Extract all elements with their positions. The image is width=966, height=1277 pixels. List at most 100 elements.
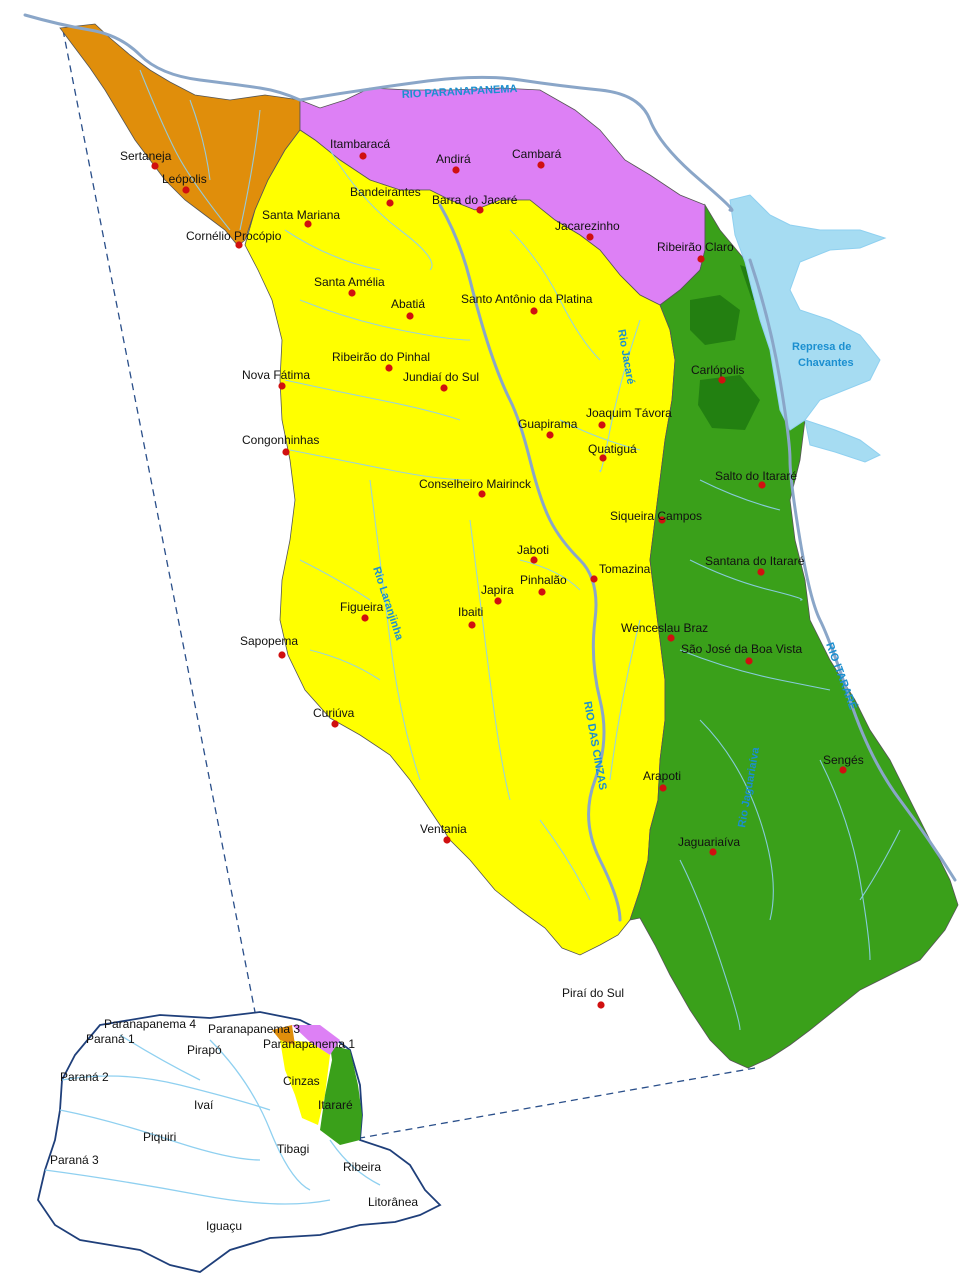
- city-marker-curiuva: [331, 720, 339, 728]
- city-marker-santana-do-itarare: [757, 568, 765, 576]
- city-label-ibaiti: Ibaiti: [458, 605, 483, 619]
- city-label-figueira: Figueira: [340, 600, 384, 614]
- city-marker-leopolis: [182, 186, 190, 194]
- tributary: [539, 819, 591, 901]
- city-label-jaguariaiva: Jaguariaíva: [678, 835, 740, 849]
- city-label-santa-mariana: Santa Mariana: [262, 208, 340, 222]
- city-marker-santa-amelia: [348, 289, 356, 297]
- inset-label-parana-3: Paraná 3: [50, 1153, 99, 1167]
- river-label-chavantes: Chavantes: [798, 357, 854, 369]
- city-marker-ribeirao-do-pinhal: [385, 364, 393, 372]
- city-marker-tomazina: [590, 575, 598, 583]
- city-label-ventania: Ventania: [420, 822, 467, 836]
- city-label-bandeirantes: Bandeirantes: [350, 185, 421, 199]
- city-marker-figueira: [361, 614, 369, 622]
- inset-label-paranapanema-4: Paranapanema 4: [104, 1017, 196, 1031]
- city-label-barra-do-jacare: Barra do Jacaré: [432, 193, 518, 207]
- tributary-network: [139, 69, 901, 1031]
- inset-highlight-green: [320, 1045, 362, 1145]
- inset-river: [44, 1169, 331, 1205]
- city-marker-jacarezinho: [586, 233, 594, 241]
- city-marker-santa-mariana: [304, 220, 312, 228]
- inset-label-iguacu: Iguaçu: [206, 1219, 242, 1233]
- city-marker-siqueira-campos: [658, 516, 666, 524]
- tributary: [859, 829, 901, 901]
- city-label-sertaneja: Sertaneja: [120, 149, 172, 163]
- city-marker-santo-antonio-da-platina: [530, 307, 538, 315]
- reservoir: [729, 194, 887, 463]
- city-marker-wenceslau-braz: [667, 634, 675, 642]
- city-marker-ibaiti: [468, 621, 476, 629]
- city-marker-jaboti: [530, 556, 538, 564]
- city-marker-quatigua: [599, 454, 607, 462]
- zoom-line-left: [62, 29, 256, 1013]
- city-label-tomazina: Tomazina: [599, 562, 651, 576]
- city-label-conselheiro-mairinck: Conselheiro Mairinck: [419, 477, 532, 491]
- city-label-carlopolis: Carlópolis: [691, 363, 744, 377]
- city-marker-abatia: [406, 312, 414, 320]
- inset-label-piquiri: Piquiri: [143, 1130, 176, 1144]
- city-marker-itambaraca: [359, 152, 367, 160]
- city-label-pinhalao: Pinhalão: [520, 573, 567, 587]
- city-label-cornelio-procopio: Cornélio Procópio: [186, 229, 282, 243]
- city-marker-conselheiro-mairinck: [478, 490, 486, 498]
- inset-river: [59, 1109, 261, 1161]
- city-label-abatia: Abatiá: [391, 297, 425, 311]
- city-marker-salto-do-itarare: [758, 481, 766, 489]
- city-marker-pinhalao: [538, 588, 546, 596]
- city-label-wenceslau-braz: Wenceslau Braz: [621, 621, 708, 635]
- inset-river: [329, 1139, 381, 1186]
- city-label-salto-do-itarare: Salto do Itararé: [715, 469, 797, 483]
- city-label-guapirama: Guapirama: [518, 417, 578, 431]
- city-marker-andira: [452, 166, 460, 174]
- tributary: [284, 229, 381, 271]
- city-label-curiuva: Curiúva: [313, 706, 355, 720]
- tributary: [679, 649, 831, 691]
- city-marker-cambara: [537, 161, 545, 169]
- city-marker-arapoti: [659, 784, 667, 792]
- tributary: [519, 559, 581, 591]
- city-marker-nova-fatima: [278, 382, 286, 390]
- city-label-jundiai-do-sul: Jundiaí do Sul: [403, 370, 479, 384]
- main-rivers: [23, 13, 957, 922]
- city-label-siqueira-campos: Siqueira Campos: [610, 509, 702, 523]
- city-marker-sertaneja: [151, 162, 159, 170]
- city-marker-joaquim-tavora: [598, 421, 606, 429]
- city-label-arapoti: Arapoti: [643, 769, 681, 783]
- city-marker-jundiai-do-sul: [440, 384, 448, 392]
- city-label-jaboti: Jaboti: [517, 543, 549, 557]
- paranapanema-river: [23, 13, 734, 212]
- tributary: [599, 319, 641, 473]
- tributary: [369, 479, 421, 781]
- city-marker-ribeirao-claro: [697, 255, 705, 263]
- city-marker-ventania: [443, 836, 451, 844]
- city-marker-bandeirantes: [386, 199, 394, 207]
- tributary: [299, 299, 471, 341]
- tributary: [509, 229, 601, 361]
- tributary: [299, 559, 371, 601]
- city-marker-japira: [494, 597, 502, 605]
- city-marker-carlopolis: [718, 376, 726, 384]
- tributary: [284, 379, 461, 421]
- tributary: [699, 479, 781, 511]
- city-marker-jaguariaiva: [709, 848, 717, 856]
- itarare-river: [748, 258, 957, 882]
- zoom-line-right: [359, 1067, 756, 1139]
- inset-label-ivai: Ivaí: [194, 1098, 214, 1112]
- city-label-pirai-do-sul: Piraí do Sul: [562, 986, 624, 1000]
- city-label-cambara: Cambará: [512, 147, 562, 161]
- city-label-japira: Japira: [481, 583, 514, 597]
- city-label-congonhinhas: Congonhinhas: [242, 433, 319, 447]
- chavantes-reservoir: [729, 194, 887, 431]
- inset-rivers: [44, 1034, 381, 1205]
- inset-label-parana-2: Paraná 2: [60, 1070, 109, 1084]
- city-label-jacarezinho: Jacarezinho: [555, 219, 620, 233]
- tributary: [819, 759, 871, 961]
- city-marker-barra-do-jacare: [476, 206, 484, 214]
- tributary: [239, 109, 261, 231]
- inset-label-pirapo: Pirapó: [187, 1043, 222, 1057]
- tributary: [559, 419, 641, 451]
- city-label-sapopema: Sapopema: [240, 634, 298, 648]
